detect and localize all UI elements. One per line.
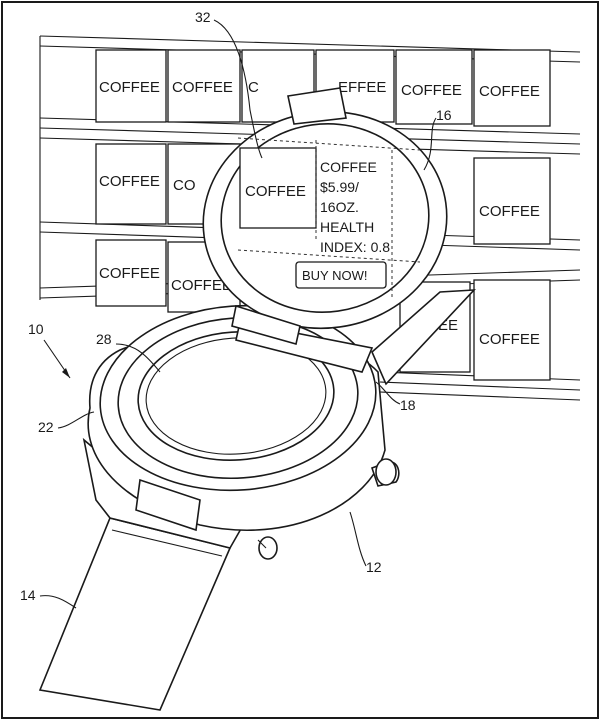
ref-16: 16	[436, 107, 452, 123]
ref-32: 32	[195, 9, 211, 25]
product-box	[473, 157, 551, 245]
crown-icon	[375, 458, 397, 486]
product-box	[95, 239, 167, 307]
info-line: 16OZ.	[320, 199, 359, 215]
lens-product-label: COFFEE	[245, 183, 306, 200]
product-box	[395, 49, 473, 125]
buy-now-label: BUY NOW!	[302, 268, 368, 283]
product-box	[95, 143, 167, 225]
product-label: C	[248, 79, 259, 96]
product-box	[167, 49, 241, 123]
info-line: COFFEE	[320, 159, 377, 175]
ref-28: 28	[96, 331, 112, 347]
product-labels: COFFEE COFFEE C EFFEE COFFEE COFFEE COFF…	[99, 79, 540, 348]
product-box	[473, 279, 551, 381]
info-line: HEALTH	[320, 219, 374, 235]
product-label: COFFEE	[479, 203, 540, 220]
ref-12: 12	[366, 559, 382, 575]
lens-top-tab	[287, 87, 347, 125]
flip-up-lens: COFFEE COFFEE $5.99/ 16OZ. HEALTH INDEX:…	[202, 87, 448, 345]
product-label: COFFEE	[99, 173, 160, 190]
product-label: COFFEE	[479, 331, 540, 348]
product-box	[95, 49, 167, 123]
side-button-icon	[258, 536, 278, 560]
product-label: COFFEE	[99, 265, 160, 282]
info-line: $5.99/	[320, 179, 359, 195]
product-box	[241, 49, 315, 123]
ref-10: 10	[28, 321, 44, 337]
product-label: EFFEE	[338, 79, 386, 96]
lens-product-box	[239, 147, 317, 229]
product-label: COFFEE	[99, 79, 160, 96]
buy-now-button[interactable]	[295, 261, 387, 289]
reference-numerals: 32 16 10 28 22 18 12 14	[20, 9, 452, 609]
product-label: COFFEE	[401, 82, 462, 99]
product-box	[473, 49, 551, 127]
product-label: COFFEE	[172, 79, 233, 96]
product-label: COFFEE	[479, 83, 540, 100]
ref-14: 14	[20, 587, 36, 603]
ref-22: 22	[38, 419, 54, 435]
arrowhead-icon	[62, 368, 70, 378]
lower-band	[38, 517, 232, 711]
product-label: COFFEE	[171, 277, 232, 294]
product-label: CO	[173, 177, 196, 194]
info-line: INDEX: 0.8	[320, 239, 390, 255]
watch-display	[137, 330, 335, 462]
ref-18: 18	[400, 397, 416, 413]
